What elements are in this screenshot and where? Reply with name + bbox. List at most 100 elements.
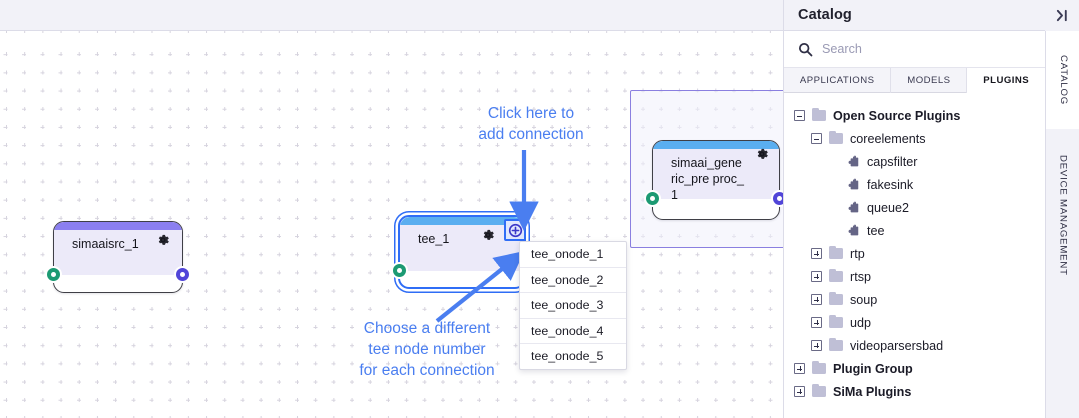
folder-icon <box>812 383 826 397</box>
dropdown-item[interactable]: tee_onode_1 <box>520 242 626 268</box>
pipeline-node-simaaisrc_1[interactable]: simaaisrc_1 <box>45 221 191 293</box>
tree-item-soup[interactable]: soup <box>784 288 1045 311</box>
pipeline-node-tee_1[interactable]: tee_1 <box>391 215 526 289</box>
annotation-line: tee node number <box>368 341 486 358</box>
tree-item-label: tee <box>867 223 885 238</box>
expand-icon[interactable] <box>794 386 805 397</box>
catalog-search-row[interactable] <box>784 31 1045 68</box>
tree-item-label: Plugin Group <box>833 361 913 376</box>
expand-icon[interactable] <box>811 294 822 305</box>
tree-item-label: SiMa Plugins <box>833 384 912 399</box>
node-input-port[interactable] <box>45 266 62 284</box>
collapse-panel-button[interactable] <box>1045 0 1079 31</box>
folder-icon <box>829 291 843 305</box>
pipeline-canvas[interactable]: simaaisrc_1 tee_1 simaai_generic_pre pro… <box>0 31 783 418</box>
side-tab-label: CATALOG <box>1058 54 1069 106</box>
canvas-toolbar <box>0 0 783 31</box>
dropdown-item[interactable]: tee_onode_3 <box>520 293 626 319</box>
tree-item-label: rtp <box>850 246 865 261</box>
tree-item-queue2[interactable]: queue2 <box>784 196 1045 219</box>
plugin-icon <box>846 178 860 192</box>
add-connection-icon[interactable] <box>504 219 526 241</box>
tree-item-label: capsfilter <box>867 154 918 169</box>
catalog-panel-header: Catalog <box>784 0 1045 31</box>
node-output-port[interactable] <box>771 190 783 208</box>
gear-icon[interactable] <box>156 233 170 247</box>
tree-item-label: soup <box>850 292 878 307</box>
plugin-tree[interactable]: Open Source Plugins coreelements capsfilt… <box>784 93 1045 418</box>
tree-item-label: Open Source Plugins <box>833 108 961 123</box>
node-input-port[interactable] <box>644 190 661 208</box>
dropdown-item[interactable]: tee_onode_4 <box>520 319 626 345</box>
tab-applications[interactable]: APPLICATIONS <box>784 68 892 93</box>
search-icon <box>798 42 813 57</box>
annotation-tee-node-number-hint: Choose a different tee node number for eac… <box>332 318 522 381</box>
tree-item-plugin-group[interactable]: Plugin Group <box>784 357 1045 380</box>
expand-icon[interactable] <box>811 271 822 282</box>
tab-plugins[interactable]: PLUGINS <box>967 68 1045 93</box>
tree-item-sima-plugins[interactable]: SiMa Plugins <box>784 380 1045 403</box>
tree-item-udp[interactable]: udp <box>784 311 1045 334</box>
tree-item-rtsp[interactable]: rtsp <box>784 265 1045 288</box>
node-header-strip <box>653 141 779 149</box>
tab-models[interactable]: MODELS <box>891 68 968 93</box>
tree-item-label: udp <box>850 315 872 330</box>
expand-icon[interactable] <box>794 363 805 374</box>
expand-icon[interactable] <box>811 248 822 259</box>
plugin-icon <box>846 224 860 238</box>
tree-item-label: coreelements <box>850 131 926 146</box>
folder-icon <box>829 130 843 144</box>
node-header-strip <box>54 222 182 230</box>
page-title: Catalog <box>798 7 852 23</box>
search-input[interactable] <box>822 42 1012 56</box>
tree-item-fakesink[interactable]: fakesink <box>784 173 1045 196</box>
side-tab-label: DEVICE MANAGEMENT <box>1057 154 1069 276</box>
tree-item-rtp[interactable]: rtp <box>784 242 1045 265</box>
dropdown-item[interactable]: tee_onode_2 <box>520 268 626 294</box>
node-output-port[interactable] <box>174 266 191 284</box>
annotation-line: Click here to <box>487 105 575 122</box>
node-header-strip <box>400 217 524 225</box>
folder-icon <box>812 107 826 121</box>
plugin-icon <box>846 155 860 169</box>
tree-item-coreelements[interactable]: coreelements <box>784 127 1045 150</box>
annotation-line: for each connection <box>359 362 495 379</box>
plugin-icon <box>846 201 860 215</box>
node-surface <box>653 141 779 219</box>
annotation-line: Choose a different <box>363 320 491 337</box>
tree-item-tee[interactable]: tee <box>784 219 1045 242</box>
node-input-port[interactable] <box>391 262 408 280</box>
node-title: tee_1 <box>418 232 450 246</box>
side-tab-rail[interactable]: CATALOG DEVICE MANAGEMENT <box>1045 0 1079 418</box>
folder-icon <box>829 245 843 259</box>
side-tab-catalog[interactable]: CATALOG <box>1046 31 1079 129</box>
tree-item-videoparsersbad[interactable]: videoparsersbad <box>784 334 1045 357</box>
pipeline-node-simaai_generic_preproc_1[interactable]: simaai_generic_pre proc_1 <box>644 140 783 220</box>
folder-icon <box>829 337 843 351</box>
collapse-icon[interactable] <box>811 133 822 144</box>
tree-item-capsfilter[interactable]: capsfilter <box>784 150 1045 173</box>
node-body <box>653 149 779 199</box>
expand-icon[interactable] <box>811 317 822 328</box>
tree-item-label: rtsp <box>850 269 871 284</box>
gear-icon[interactable] <box>755 147 769 161</box>
tree-item-open-source-plugins[interactable]: Open Source Plugins <box>784 104 1045 127</box>
node-title: simaaisrc_1 <box>72 237 139 251</box>
node-title: simaai_generic_pre proc_1 <box>671 156 744 202</box>
annotation-add-connection-hint: Click here to add connection <box>452 103 610 145</box>
tree-item-label: queue2 <box>867 200 910 215</box>
annotation-line: add connection <box>478 126 584 143</box>
folder-icon <box>829 268 843 282</box>
collapse-icon[interactable] <box>794 110 805 121</box>
dropdown-item[interactable]: tee_onode_5 <box>531 349 604 364</box>
canvas-content: simaaisrc_1 tee_1 simaai_generic_pre pro… <box>0 31 783 418</box>
folder-icon <box>812 360 826 374</box>
tree-item-label: fakesink <box>867 177 914 192</box>
expand-icon[interactable] <box>811 340 822 351</box>
gear-icon[interactable] <box>481 228 495 242</box>
side-tab-device-management[interactable]: DEVICE MANAGEMENT <box>1046 129 1079 301</box>
